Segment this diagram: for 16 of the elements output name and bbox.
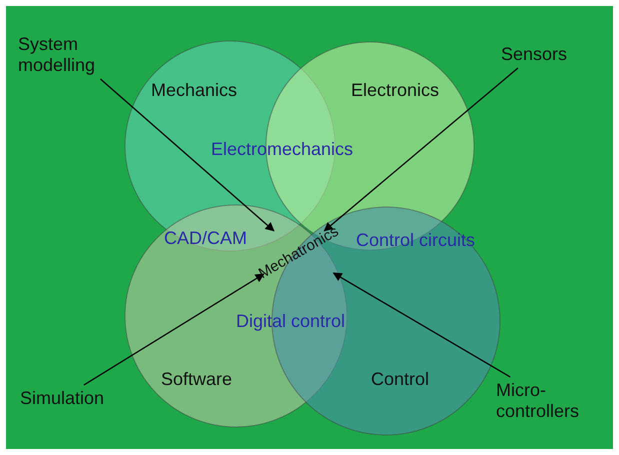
annotation-text: Sensors [501, 44, 568, 65]
leader-arrow [100, 78, 275, 232]
leader-arrow [84, 273, 264, 386]
circle-label: Mechanics [151, 80, 238, 101]
region-label: Electromechanics [211, 139, 354, 160]
leader-arrow [324, 68, 518, 232]
circle-label: Control [371, 369, 430, 390]
annotation-text: Simulation [20, 388, 104, 409]
region-label: Control circuits [356, 230, 476, 251]
region-label: CAD/CAM [164, 228, 248, 249]
annotation-text: Micro-controllers [496, 380, 606, 422]
annotation-text: System modelling [18, 34, 128, 76]
region-label: Digital control [236, 311, 346, 332]
circle-label: Software [161, 369, 232, 390]
leader-arrow [332, 272, 511, 378]
circle-label: Electronics [351, 80, 440, 101]
